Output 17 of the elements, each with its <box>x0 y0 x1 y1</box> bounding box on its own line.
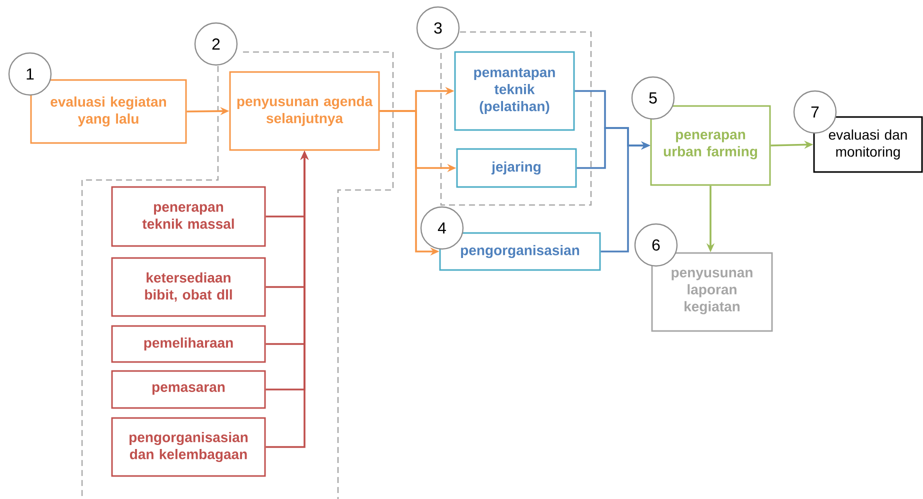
process-box: jejaring <box>456 148 577 188</box>
step-number: 5 <box>631 76 675 120</box>
step-number: 1 <box>8 52 52 96</box>
factor-box: pemasaran <box>111 370 266 409</box>
factor-box: pemeliharaan <box>111 325 266 363</box>
factor-box: ketersediaan bibit, obat dll <box>111 257 266 317</box>
step-number: 3 <box>416 6 460 50</box>
process-box: penerapan urban farming <box>650 105 771 186</box>
process-box: penyusunan laporan kegiatan <box>651 252 773 332</box>
factor-box: pengorganisasian dan kelembagaan <box>111 417 266 477</box>
process-box: evaluasi dan monitoring <box>813 116 923 173</box>
step-number: 2 <box>194 22 238 66</box>
factor-box: penerapan teknik massal <box>111 186 266 247</box>
process-box: penyusunan agenda selanjutnya <box>229 71 380 151</box>
process-box: evaluasi kegiatan yang lalu <box>30 79 187 144</box>
process-box: pemantapan teknik (pelatihan) <box>454 51 575 131</box>
step-number: 6 <box>634 223 678 267</box>
